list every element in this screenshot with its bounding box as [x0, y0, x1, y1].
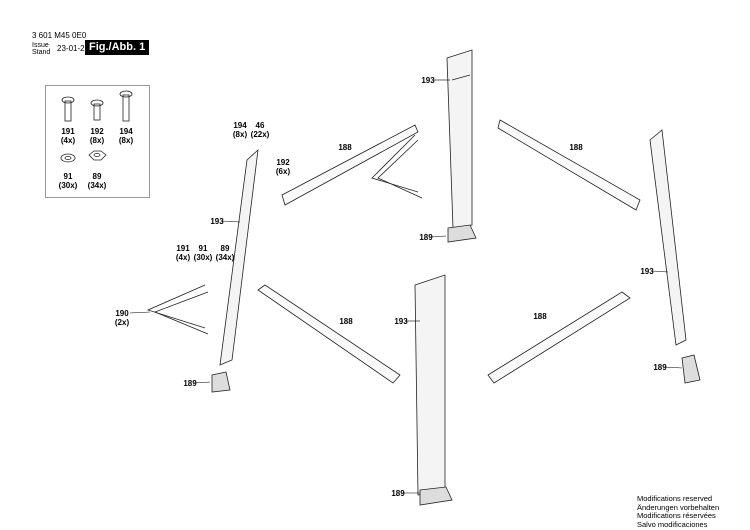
callout: 189: [653, 363, 667, 372]
legend-part: 191: [61, 127, 75, 136]
legend-part: 91: [63, 172, 73, 181]
callout: 189: [391, 489, 405, 498]
callout: 91: [198, 244, 208, 253]
rail-188-b: [497, 119, 641, 211]
note-line: Modifications reserved: [637, 494, 713, 503]
callout: 188: [533, 312, 547, 321]
issue-date: 23-01-25: [57, 44, 90, 53]
legend-qty: (8x): [89, 136, 105, 145]
callout: 193: [210, 217, 224, 226]
callout-qty: (4x): [175, 253, 191, 262]
screw-191-icon: [61, 96, 75, 122]
stand-label: Stand: [32, 49, 51, 56]
callout-qty: (34x): [215, 253, 235, 262]
legend-part: 89: [92, 172, 102, 181]
disclaimer: Modifications reserved Änderungen vorbeh…: [637, 494, 720, 529]
callout: 89: [220, 244, 230, 253]
callout-qty: (22x): [250, 130, 270, 139]
callout: 189: [419, 233, 433, 242]
leg-193-left: [219, 148, 259, 366]
callout: 192: [276, 158, 290, 167]
callout-qty: (6x): [275, 167, 291, 176]
nut-89-icon: [88, 150, 107, 161]
rail-188-c: [257, 284, 401, 384]
callout: 188: [339, 317, 353, 326]
rail-188-a: [281, 124, 419, 206]
leg-193-right: [649, 129, 687, 346]
brace-190-b: [146, 284, 209, 335]
legend-part: 192: [90, 127, 104, 136]
callout-qty: (30x): [193, 253, 213, 262]
callout: 191: [176, 244, 190, 253]
issue-label: Issue: [32, 42, 49, 49]
callout-qty: (2x): [114, 318, 130, 327]
screw-194-icon: [119, 90, 133, 122]
legend-qty: (4x): [60, 136, 76, 145]
leg-193-top: [446, 49, 473, 229]
legend-part: 194: [119, 127, 133, 136]
note-line: Salvo modificaciones: [637, 519, 708, 529]
legend-qty: (34x): [87, 181, 107, 190]
hardware-legend: [45, 85, 150, 198]
callout: 194: [233, 121, 247, 130]
washer-91-icon: [60, 153, 76, 163]
note-line: Modifications réservées: [637, 511, 716, 520]
callout: 46: [255, 121, 265, 130]
note-line: Änderungen vorbehalten: [637, 502, 720, 512]
callout: 188: [569, 143, 583, 152]
rail-188-d: [487, 291, 631, 384]
figure-label: Fig./Abb. 1: [85, 40, 150, 55]
callout: 193: [640, 267, 654, 276]
foot-189: [211, 224, 701, 506]
callout: 190: [115, 309, 129, 318]
legend-qty: (30x): [58, 181, 78, 190]
callout-qty: (8x): [232, 130, 248, 139]
callout: 193: [421, 76, 435, 85]
callout: 189: [183, 379, 197, 388]
callout: 188: [338, 143, 352, 152]
legend-qty: (8x): [118, 136, 134, 145]
doc-number: 3 601 M45 0E0: [32, 31, 87, 40]
brace-190-a: [371, 134, 423, 199]
leg-193-bottom: [414, 274, 446, 496]
screw-192-icon: [90, 99, 104, 121]
callout: 193: [394, 317, 408, 326]
